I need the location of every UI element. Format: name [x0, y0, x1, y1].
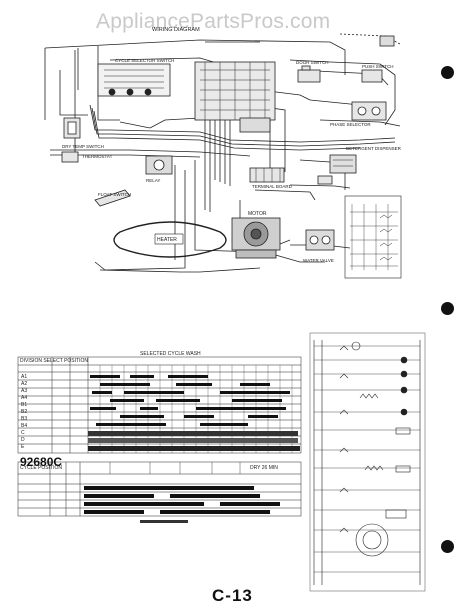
label-dry-temp-switch: DRY TEMP SWITCH [62, 144, 104, 149]
cycle-selector-switch [97, 63, 171, 97]
motor [231, 217, 281, 259]
timer-row-label: B2 [21, 409, 28, 415]
label-float-switch: FLOAT SWITCH [98, 192, 131, 197]
timer-row-label: B1 [21, 402, 28, 408]
label-push-switch: PUSH SWITCH [362, 64, 394, 69]
timer-row-label: A2 [21, 381, 28, 387]
label-phase-selector: PHASE SELECTOR [330, 122, 371, 127]
bracket-part [317, 175, 333, 185]
timer-header-main: SELECTED CYCLE WASH [140, 351, 201, 357]
model-number: 92680C [20, 455, 63, 469]
cycle-table-bars [84, 486, 280, 523]
page-number: C-13 [212, 586, 253, 605]
timer-row-label: D [21, 437, 25, 443]
wiring-diagram-title: WIRING DIAGRAM [152, 27, 200, 33]
timer-header-left: DIVISION SELECT POSITION [20, 358, 88, 364]
timer-row-label: A3 [21, 388, 28, 394]
watermark-text: AppliancePartsPros.com [96, 10, 331, 33]
terminal-board [249, 167, 285, 183]
timer-cycle-label: DRY 26 MIN [250, 465, 278, 471]
dry-temp-switch [63, 117, 81, 139]
binder-hole-bottom [441, 540, 454, 553]
relay [145, 155, 173, 175]
label-motor: MOTOR [248, 211, 267, 217]
detergent-dispenser [329, 154, 357, 174]
phase-selector [351, 101, 387, 121]
label-door-switch: DOOR SWITCH [296, 60, 329, 65]
timer-chart [17, 356, 302, 454]
thermostat [61, 151, 79, 163]
water-valve [305, 229, 335, 251]
timer-row-label: C [21, 430, 25, 436]
switch-cluster [194, 61, 276, 133]
cycle-table [17, 461, 302, 517]
label-relay: RELAY [146, 178, 160, 183]
push-switch [361, 69, 383, 83]
schematic [313, 340, 421, 585]
timer-bars [88, 375, 300, 451]
label-heater: HEATER [157, 237, 177, 243]
label-thermostat: THERMOSTAT [82, 154, 113, 159]
timer-row-label: A4 [21, 395, 28, 401]
timer-selector-label: CYCLE POSITION [20, 465, 62, 471]
float-switch [94, 189, 131, 207]
label-terminal-board: TERMINAL BOARD [252, 184, 293, 189]
timer-row-label: B3 [21, 416, 28, 422]
binder-hole-middle [441, 302, 454, 315]
heater [113, 221, 227, 258]
timer-row-label: B4 [21, 423, 28, 429]
label-cycle-selector: CYCLE SELECTOR SWITCH [115, 58, 174, 63]
label-water-valve: WATER VALVE [303, 258, 334, 263]
light-socket [379, 35, 395, 47]
wiring-legend-panel [344, 195, 402, 279]
timer-row-label: A1 [21, 374, 28, 380]
binder-hole-top [441, 66, 454, 79]
door-switch [297, 65, 321, 83]
timer-row-label: E [21, 444, 25, 450]
label-detergent-dispenser: DETERGENT DISPENSER [346, 146, 402, 151]
schematic-frame [309, 332, 426, 592]
